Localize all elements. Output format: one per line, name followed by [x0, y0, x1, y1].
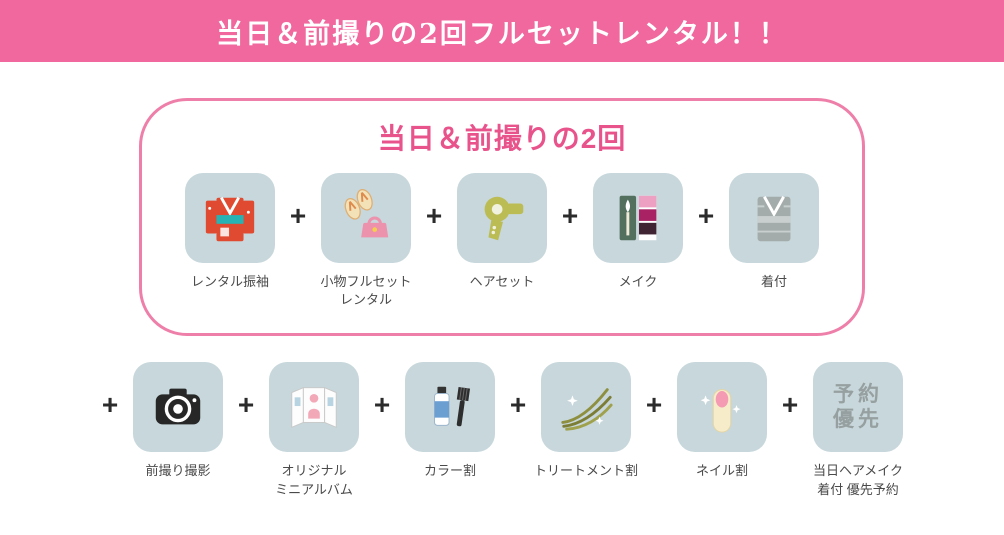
hair-color-icon: [434, 387, 471, 427]
color-tile: [405, 362, 495, 453]
extra-item-label: トリートメント割: [534, 463, 639, 479]
nail-icon: [700, 389, 741, 433]
set-item-label: 着付: [760, 274, 787, 289]
album-tile: [269, 362, 359, 453]
treatment-tile: [541, 362, 631, 453]
set-box-title: 当日＆前撮りの2回: [377, 123, 627, 154]
accessories-tile: [321, 173, 411, 263]
mini-album-icon: [291, 387, 337, 429]
set-item-label: ヘアセット: [469, 274, 535, 289]
photoshoot-tile: [133, 362, 223, 453]
plus-sign: +: [237, 389, 255, 421]
hair-dryer-icon: [484, 196, 524, 241]
nail-tile: [677, 362, 767, 453]
priority-tile: 予約 優先: [813, 362, 903, 453]
promo-banner: 当日＆前撮りの2回フルセットレンタル！！: [0, 0, 1004, 62]
plus-sign: +: [697, 200, 715, 231]
furisode-tile: [185, 173, 275, 263]
makeup-tile: [593, 173, 683, 263]
extra-item-photoshoot: 前撮り撮影: [126, 362, 230, 480]
set-item-label: 小物フルセット レンタル: [320, 274, 412, 308]
camera-icon: [155, 389, 201, 425]
extra-item-label: カラー割: [423, 463, 476, 479]
kimono-dressing-icon: [757, 196, 791, 242]
extra-item-nail: ネイル割: [670, 362, 774, 480]
set-box: 当日＆前撮りの2回 レンタル振袖 +: [139, 98, 865, 337]
plus-sign: +: [781, 389, 799, 421]
plus-sign: +: [425, 200, 443, 231]
extra-item-treatment: トリートメント割: [534, 362, 638, 480]
banner-title: 当日＆前撮りの2回フルセットレンタル！！: [216, 18, 788, 50]
set-item-kitsuke: 着付: [722, 173, 826, 291]
priority-reservation-icon: 予約 優先: [833, 383, 883, 432]
set-item-label: レンタル振袖: [190, 274, 269, 289]
plus-sign: +: [645, 389, 663, 421]
extra-item-label: 前撮り撮影: [145, 463, 211, 479]
treatment-icon: [561, 388, 613, 432]
kitsuke-tile: [729, 173, 819, 263]
set-item-furisode: レンタル振袖: [178, 173, 282, 291]
set-item-label: メイク: [618, 274, 658, 289]
set-items-row: レンタル振袖 + 小物フルセット レンタル +: [142, 173, 862, 309]
plus-sign: +: [289, 200, 307, 231]
makeup-palette-icon: [619, 195, 657, 241]
plus-sign: +: [509, 389, 527, 421]
set-item-hairset: ヘアセット: [450, 173, 554, 291]
extra-item-label: オリジナル ミニアルバム: [275, 463, 353, 497]
plus-sign: +: [373, 389, 391, 421]
set-item-makeup: メイク: [586, 173, 690, 291]
extra-item-label: 当日ヘアメイク 着付 優先予約: [812, 463, 904, 497]
extra-item-color: カラー割: [398, 362, 502, 480]
furisode-kimono-icon: [205, 196, 255, 242]
extras-row: + 前撮り撮影 + オリジナル ミニアルバム: [0, 362, 1004, 498]
plus-sign: +: [101, 389, 119, 421]
set-item-accessories: 小物フルセット レンタル: [314, 173, 418, 309]
accessories-set-icon: [344, 189, 389, 238]
extra-item-priority: 予約 優先 当日ヘアメイク 着付 優先予約: [806, 362, 910, 498]
extra-item-label: ネイル割: [695, 463, 748, 479]
plus-sign: +: [561, 200, 579, 231]
hairset-tile: [457, 173, 547, 263]
extra-item-album: オリジナル ミニアルバム: [262, 362, 366, 498]
